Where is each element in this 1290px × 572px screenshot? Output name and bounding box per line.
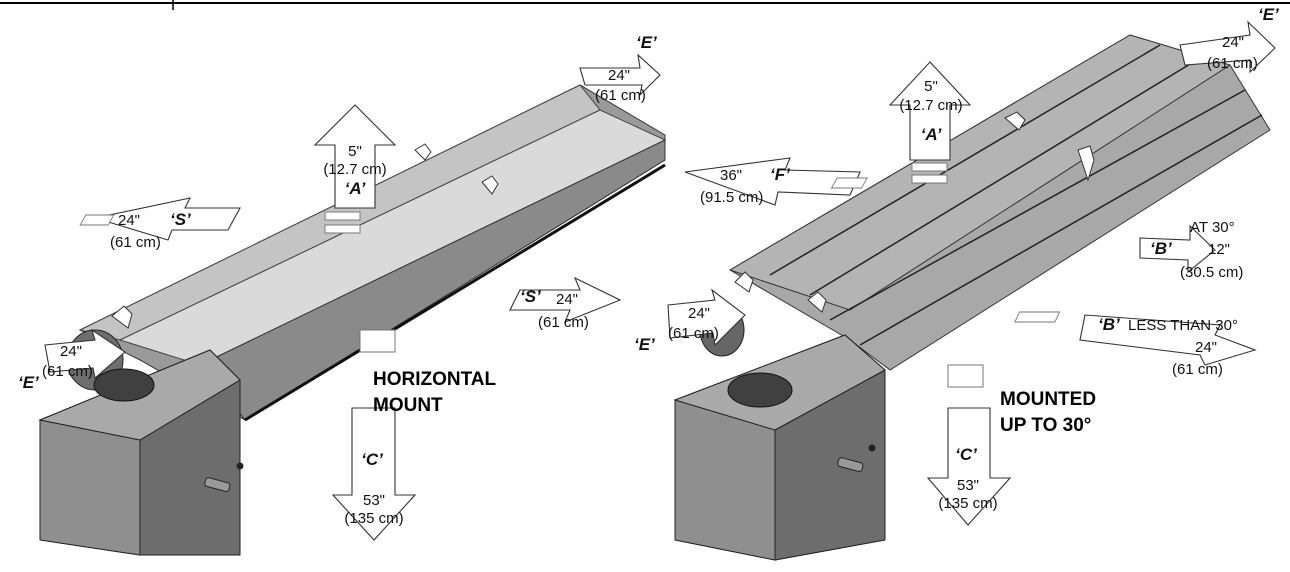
clearance-arrow-bottom-left: ‘C’ 53" (135 cm) bbox=[331, 329, 417, 541]
clearance-tag-c-r: ‘C’ bbox=[955, 445, 977, 464]
heater-body-left bbox=[38, 84, 667, 556]
clearance-tag-e-right: ‘E’ bbox=[636, 33, 657, 52]
clearance-end-right-in-r: 24" bbox=[1222, 34, 1244, 51]
clearance-arrow-side-left: 24" ‘S’ (61 cm) bbox=[79, 197, 241, 251]
clearance-tag-s-right: ‘S’ bbox=[520, 287, 541, 306]
clearance-bottom-in-r: 53" bbox=[957, 477, 979, 494]
clearance-tag-e-right-r: ‘E’ bbox=[1258, 5, 1279, 24]
clearance-tag-b-30: ‘B’ bbox=[1150, 239, 1172, 258]
clearance-back-lt-note: LESS THAN 30° bbox=[1128, 317, 1238, 334]
horizontal-mount-view: 5" (12.7 cm) ‘A’ 24" ‘S’ (61 cm) ‘S’ 24"… bbox=[18, 33, 667, 556]
view-title-line1-right: MOUNTED bbox=[1000, 389, 1096, 410]
clearance-arrow-end-right-right: ‘E’ 24" (61 cm) bbox=[1179, 5, 1279, 74]
clearance-bottom-in: 53" bbox=[363, 492, 385, 509]
clearance-bottom-cm: (135 cm) bbox=[344, 510, 403, 527]
clearance-side-right-in: 24" bbox=[556, 291, 578, 308]
clearance-side-right-cm: (61 cm) bbox=[538, 314, 589, 331]
clearance-side-left-in: 24" bbox=[118, 212, 140, 229]
clearance-back-30-in: 12" bbox=[1208, 241, 1230, 258]
clearance-top-cm: (12.7 cm) bbox=[323, 161, 386, 178]
view-title-line2-left: MOUNT bbox=[373, 395, 443, 416]
clearance-back-30-note: AT 30° bbox=[1190, 219, 1235, 236]
clearance-tag-s-left: ‘S’ bbox=[170, 210, 191, 229]
clearance-arrow-end-left-left: 24" (61 cm) ‘E’ bbox=[18, 328, 126, 392]
clearance-top-cm-r: (12.7 cm) bbox=[899, 97, 962, 114]
clearance-side-left-cm: (61 cm) bbox=[110, 234, 161, 251]
clearance-arrow-top-right: 5" (12.7 cm) ‘A’ bbox=[888, 61, 972, 184]
clearance-arrow-side-right: ‘S’ 24" (61 cm) bbox=[509, 276, 622, 331]
clearance-end-left-in-r: 24" bbox=[688, 305, 710, 322]
clearance-arrow-end-right-left: ‘E’ 24" (61 cm) bbox=[579, 33, 661, 104]
clearance-tag-f: ‘F’ bbox=[770, 165, 790, 184]
clearance-arrow-bottom-right: ‘C’ 53" (135 cm) bbox=[926, 364, 1012, 526]
clearance-top-in: 5" bbox=[348, 143, 362, 160]
view-title-line2-right: UP TO 30° bbox=[1000, 415, 1091, 436]
clearance-tag-c: ‘C’ bbox=[361, 450, 383, 469]
clearance-tag-e-left-r: ‘E’ bbox=[634, 335, 655, 354]
view-title-line1-left: HORIZONTAL bbox=[373, 369, 497, 390]
clearance-arrow-front: 36" ‘F’ (91.5 cm) bbox=[684, 157, 869, 206]
clearance-front-in: 36" bbox=[720, 167, 742, 184]
clearance-back-30-cm: (30.5 cm) bbox=[1180, 264, 1243, 281]
clearance-tag-e-left: ‘E’ bbox=[18, 373, 39, 392]
clearance-arrow-end-left-right: 24" (61 cm) ‘E’ bbox=[634, 288, 746, 354]
clearance-end-left-cm: (61 cm) bbox=[42, 363, 93, 380]
clearance-top-in-r: 5" bbox=[924, 78, 938, 95]
clearance-arrow-back-lt-30: ‘B’ LESS THAN 30° 24" (61 cm) bbox=[1014, 311, 1257, 378]
clearance-tag-a: ‘A’ bbox=[345, 179, 366, 198]
mounted-30-view: 5" (12.7 cm) ‘A’ 36" ‘F’ (91.5 cm) ‘E’ 2… bbox=[634, 5, 1279, 561]
heater-body-right bbox=[673, 34, 1271, 561]
clearance-end-right-cm-r: (61 cm) bbox=[1207, 55, 1258, 72]
clearance-tag-b-lt: ‘B’ bbox=[1098, 315, 1120, 334]
clearance-back-lt-in: 24" bbox=[1195, 339, 1217, 356]
clearance-tag-a-r: ‘A’ bbox=[921, 125, 942, 144]
clearance-end-left-cm-r: (61 cm) bbox=[668, 325, 719, 342]
clearance-arrow-back-30: AT 30° ‘B’ 12" (30.5 cm) bbox=[1139, 219, 1243, 281]
clearance-front-cm: (91.5 cm) bbox=[700, 189, 763, 206]
clearance-back-lt-cm: (61 cm) bbox=[1172, 361, 1223, 378]
clearance-bottom-cm-r: (135 cm) bbox=[938, 495, 997, 512]
clearance-end-right-cm: (61 cm) bbox=[595, 87, 646, 104]
clearance-end-right-in: 24" bbox=[608, 67, 630, 84]
clearance-arrow-top-left: 5" (12.7 cm) ‘A’ bbox=[313, 104, 397, 234]
clearance-end-left-in: 24" bbox=[60, 343, 82, 360]
